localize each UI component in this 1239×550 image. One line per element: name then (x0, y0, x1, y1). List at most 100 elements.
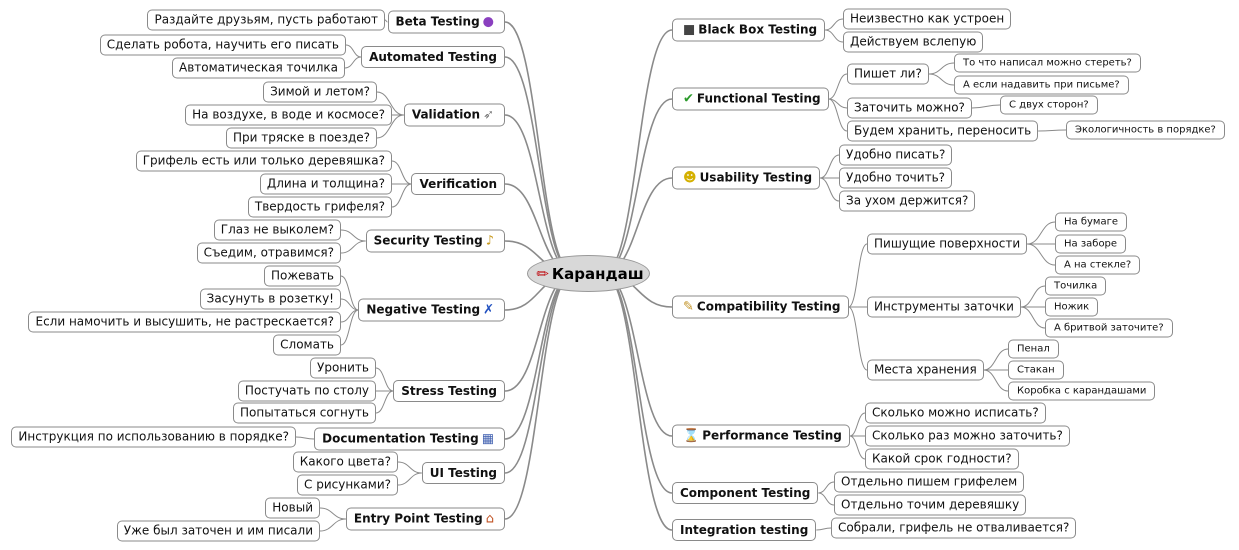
subtopic-node[interactable]: Постучать по столу (237, 380, 376, 402)
leaf-node[interactable]: То что написал можно стереть? (954, 53, 1141, 73)
checkmark-icon: ✔ (683, 91, 694, 107)
node-label: Неизвестно как устроен (850, 11, 1005, 26)
branch-automated-testing[interactable]: Automated Testing (361, 46, 505, 68)
connector-line (340, 309, 359, 346)
subtopic-node[interactable]: Пожевать (263, 265, 341, 287)
connector-line (340, 240, 366, 254)
leaf-node[interactable]: На бумаге (1055, 212, 1127, 232)
house-icon: ⌂ (485, 511, 494, 527)
branch-stress-testing[interactable]: Stress Testing (393, 380, 505, 402)
node-label: Сколько можно исписать? (872, 405, 1039, 420)
subtopic-node[interactable]: Какой срок годности? (865, 448, 1019, 470)
node-label: Сколько раз можно заточить? (872, 428, 1063, 443)
connector-line (828, 98, 848, 132)
node-label: Инструменты заточки (874, 299, 1014, 314)
subtopic-node[interactable]: Неизвестно как устроен (843, 8, 1012, 30)
connector-line (504, 21, 574, 275)
branch-usability-testing[interactable]: ☻Usability Testing (672, 166, 821, 190)
branch-compatibility-testing[interactable]: ✎Compatibility Testing (672, 295, 849, 319)
branch-functional-testing[interactable]: ✔Functional Testing (672, 87, 829, 111)
branch-performance-testing[interactable]: ⌛Performance Testing (672, 424, 850, 448)
branch-entry-point-testing[interactable]: Entry Point Testing⌂ (345, 507, 505, 531)
subtopic-node[interactable]: Если намочить и высушить, не растрескает… (28, 311, 341, 333)
subtopic-node[interactable]: Действуем вслепую (843, 31, 984, 53)
central-topic[interactable]: ✏ Карандаш (527, 255, 650, 292)
branch-documentation-testing[interactable]: Documentation Testing▦ (314, 427, 505, 451)
branch-security-testing[interactable]: Security Testing♪ (365, 229, 505, 253)
branch-negative-testing[interactable]: Negative Testing✗ (358, 298, 505, 322)
subtopic-node[interactable]: Заточить можно? (847, 97, 972, 119)
connector-line (504, 272, 574, 474)
subtopic-node[interactable]: Попытаться согнуть (233, 402, 376, 424)
branch-black-box-testing[interactable]: ■Black Box Testing (672, 18, 826, 42)
leaf-node[interactable]: Пенал (1008, 339, 1059, 359)
connector-line (391, 183, 412, 208)
subtopic-node[interactable]: Зимой и летом? (263, 81, 377, 103)
subtopic-node[interactable]: Отдельно точим деревяшку (834, 494, 1027, 516)
branch-ui-testing[interactable]: UI Testing (421, 462, 505, 484)
subtopic-node[interactable]: Уже был заточен и им писали (116, 520, 320, 542)
leaf-node[interactable]: Точилка (1045, 276, 1107, 296)
subtopic-node[interactable]: При тряске в поезде? (225, 127, 377, 149)
subtopic-node[interactable]: Пишет ли? (847, 63, 929, 85)
node-label: Зимой и летом? (270, 84, 370, 99)
subtopic-node[interactable]: Удобно писать? (839, 144, 953, 166)
subtopic-node[interactable]: Отдельно пишем грифелем (834, 471, 1025, 493)
subtopic-node[interactable]: Сколько можно исписать? (865, 402, 1046, 424)
node-label: А бритвой заточите? (1054, 322, 1164, 334)
subtopic-node[interactable]: Автоматическая точилка (171, 57, 345, 79)
subtopic-node[interactable]: На воздухе, в воде и космосе? (185, 104, 392, 126)
leaf-node[interactable]: А если надавить при письме? (954, 75, 1129, 95)
connector-line (825, 29, 844, 43)
subtopic-node[interactable]: Засунуть в розетку! (199, 288, 341, 310)
subtopic-node[interactable]: Сколько раз можно заточить? (865, 425, 1070, 447)
leaf-node[interactable]: На заборе (1055, 234, 1127, 254)
smiley-icon: ☻ (683, 170, 697, 186)
subtopic-node[interactable]: Инструменты заточки (867, 296, 1021, 318)
node-label: Постучать по столу (244, 383, 369, 398)
leaf-node[interactable]: Ножик (1045, 297, 1099, 317)
branch-beta-testing[interactable]: Beta Testing● (387, 10, 505, 34)
node-label: Если намочить и высушить, не растрескает… (35, 314, 334, 329)
subtopic-node[interactable]: Грифель есть или только деревяшка? (135, 150, 392, 172)
leaf-node[interactable]: А на стекле? (1055, 255, 1141, 275)
connector-line (983, 369, 1009, 392)
connector-line (397, 461, 422, 474)
node-label: Удобно точить? (846, 170, 946, 185)
subtopic-node[interactable]: Сломать (273, 334, 341, 356)
subtopic-node[interactable]: Инструкция по использованию в порядке? (11, 426, 296, 448)
node-label: Beta Testing (395, 14, 480, 29)
node-label: Documentation Testing (322, 431, 479, 446)
subtopic-node[interactable]: За ухом держится? (839, 190, 976, 212)
subtopic-node[interactable]: Места хранения (867, 359, 984, 381)
subtopic-node[interactable]: Будем хранить, переносить (847, 120, 1039, 142)
leaf-node[interactable]: А бритвой заточите? (1045, 318, 1173, 338)
subtopic-node[interactable]: Глаз не выколем? (213, 219, 341, 241)
subtopic-node[interactable]: Сделать робота, научить его писать (99, 34, 346, 56)
subtopic-node[interactable]: Собрали, грифель не отваливается? (831, 517, 1077, 539)
subtopic-node[interactable]: Удобно точить? (839, 167, 953, 189)
branch-validation[interactable]: Validation➶ (403, 103, 505, 127)
leaf-node[interactable]: Стакан (1008, 360, 1064, 380)
subtopic-node[interactable]: Длина и толщина? (259, 173, 392, 195)
leaf-node[interactable]: Экологичность в порядке? (1066, 120, 1225, 140)
subtopic-node[interactable]: Какого цвета? (292, 451, 398, 473)
leaf-node[interactable]: С двух сторон? (1000, 95, 1098, 115)
leaf-node[interactable]: Коробка с карандашами (1008, 381, 1156, 401)
people-icon: ● (482, 14, 494, 30)
subtopic-node[interactable]: Новый (265, 497, 320, 519)
subtopic-node[interactable]: Раздайте друзьям, пусть работают (147, 9, 385, 31)
subtopic-node[interactable]: Пишущие поверхности (867, 233, 1028, 255)
node-label: Уже был заточен и им писали (123, 523, 313, 538)
subtopic-node[interactable]: Съедим, отравимся? (196, 242, 341, 264)
branch-component-testing[interactable]: Component Testing (672, 482, 819, 504)
branch-verification[interactable]: Verification (411, 173, 505, 195)
node-label: Твердость грифеля? (254, 199, 385, 214)
subtopic-node[interactable]: Твердость грифеля? (247, 196, 392, 218)
subtopic-node[interactable]: Уронить (310, 357, 376, 379)
connector-line (376, 91, 404, 116)
node-label: На заборе (1064, 238, 1118, 250)
subtopic-node[interactable]: С рисунками? (297, 474, 398, 496)
branch-integration-testing[interactable]: Integration testing (672, 519, 817, 541)
node-label: Component Testing (680, 486, 811, 500)
